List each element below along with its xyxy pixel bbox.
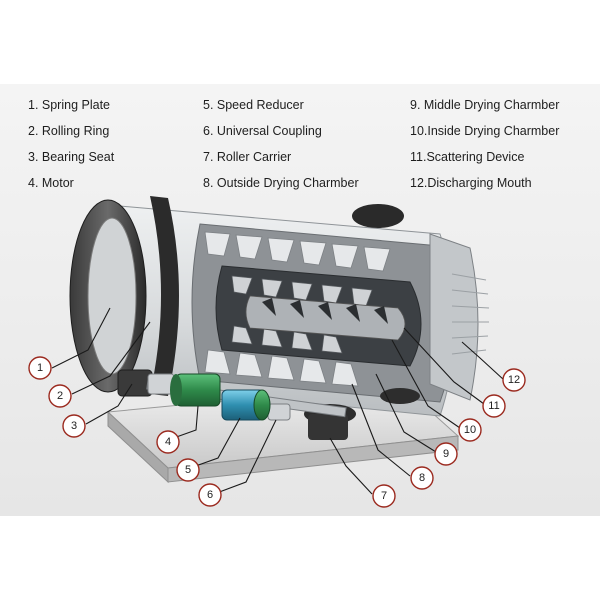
leader-lines (51, 307, 505, 495)
callout-1: 1 (28, 356, 52, 380)
parts-legend: 1. Spring Plate 2. Rolling Ring 3. Beari… (0, 84, 600, 194)
callout-label: 6 (207, 489, 213, 501)
legend-item-1: 1. Spring Plate (28, 98, 110, 112)
callout-11: 11 (482, 394, 506, 418)
legend-item-4: 4. Motor (28, 176, 74, 190)
universal-coupling (267, 403, 291, 421)
callout-5: 5 (176, 458, 200, 482)
callout-9: 9 (434, 442, 458, 466)
legend-item-10: 10.Inside Drying Charmber (410, 124, 560, 138)
legend-item-5: 5. Speed Reducer (203, 98, 304, 112)
callout-label: 11 (488, 400, 499, 412)
dryer-illustration: 1 2 3 4 5 6 7 8 9 10 11 12 (28, 196, 526, 508)
legend-item-2: 2. Rolling Ring (28, 124, 110, 138)
callout-10: 10 (458, 418, 482, 442)
rolling-ring (150, 196, 179, 396)
callout-4: 4 (156, 430, 180, 454)
callout-label: 2 (57, 390, 63, 402)
legend-item-8: 8. Outside Drying Charmber (203, 176, 359, 190)
callout-3: 3 (62, 414, 86, 438)
legend-item-12: 12.Discharging Mouth (410, 176, 532, 190)
callout-8: 8 (410, 466, 434, 490)
callout-label: 8 (419, 472, 425, 484)
legend-item-6: 6. Universal Coupling (203, 124, 322, 138)
legend-item-7: 7. Roller Carrier (203, 150, 292, 164)
callout-label: 12 (508, 374, 520, 386)
legend-item-9: 9. Middle Drying Charmber (410, 98, 560, 112)
callout-label: 9 (443, 448, 449, 460)
legend-item-3: 3. Bearing Seat (28, 150, 115, 164)
drum-cutaway (191, 223, 490, 403)
legend-item-11: 11.Scattering Device (410, 150, 525, 164)
callout-6: 6 (198, 483, 222, 507)
callout-label: 5 (185, 464, 191, 476)
speed-reducer (221, 389, 271, 421)
callout-7: 7 (372, 484, 396, 508)
callout-label: 3 (71, 420, 77, 432)
motor (170, 373, 221, 407)
callout-2: 2 (48, 384, 72, 408)
bearing-seat (117, 369, 153, 397)
callout-label: 7 (381, 490, 387, 502)
callout-12: 12 (502, 368, 526, 392)
callout-label: 1 (37, 362, 43, 374)
callout-label: 4 (165, 436, 171, 448)
callout-label: 10 (464, 424, 476, 436)
